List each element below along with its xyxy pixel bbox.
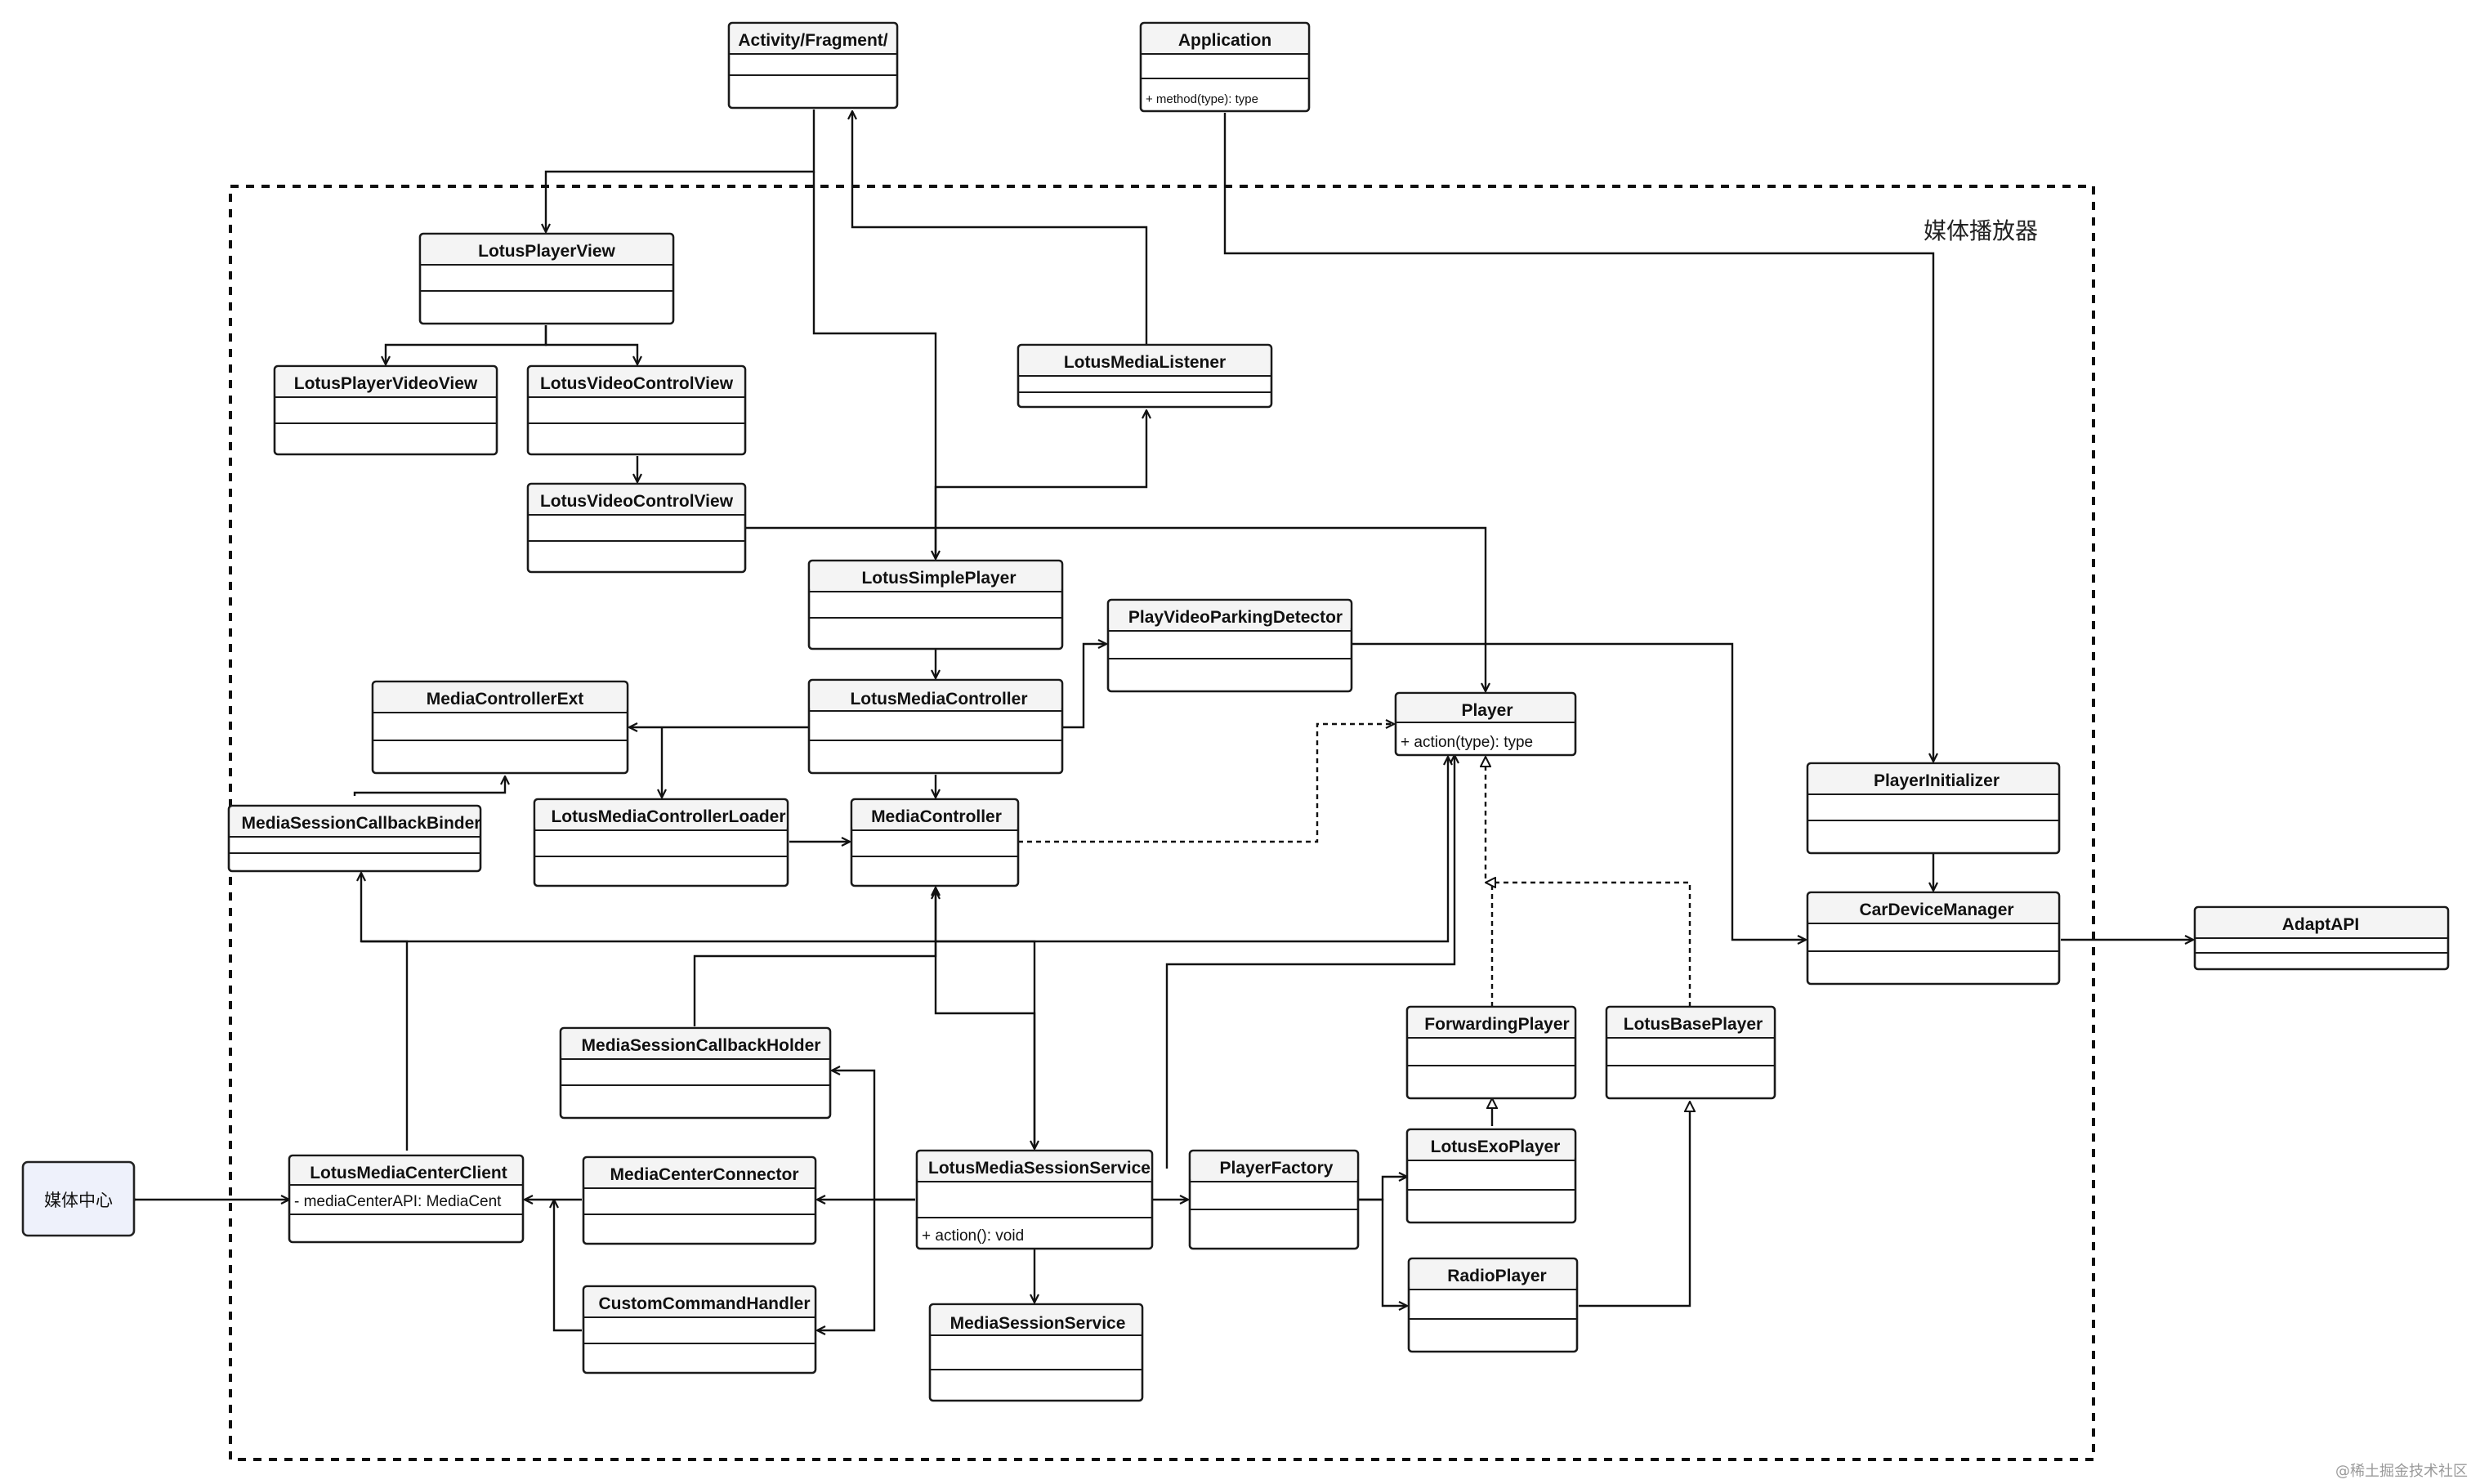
class-play-video-parking-detector-title: PlayVideoParkingDetector <box>1128 608 1343 627</box>
class-media-session-callback-holder[interactable]: MediaSessionCallbackHolder <box>559 1026 832 1120</box>
edge-radio-to-lotus-base-player <box>1579 1102 1690 1307</box>
class-adapt-api[interactable]: AdaptAPI <box>2193 905 2450 971</box>
watermark-text: @稀土掘金技术社区 <box>2335 1463 2468 1480</box>
class-media-controller[interactable]: MediaController <box>850 798 1020 887</box>
edge-simple-player-to-listener <box>934 410 1146 559</box>
class-activity-fragment-title: Activity/Fragment/ <box>738 31 887 50</box>
class-media-controller-ext-title: MediaControllerExt <box>427 690 584 708</box>
class-custom-command-handler-title: CustomCommandHandler <box>598 1294 810 1313</box>
class-lotus-media-controller-loader[interactable]: LotusMediaControllerLoader <box>533 798 789 887</box>
edge-player-view-to-control-view <box>544 325 637 364</box>
class-lotus-video-control-view-1-title: LotusVideoControlView <box>540 374 734 393</box>
edge-binder-to-controller-ext <box>353 776 505 796</box>
class-media-session-callback-binder[interactable]: MediaSessionCallbackBinder <box>227 804 482 873</box>
class-adapt-api-title: AdaptAPI <box>2282 915 2360 934</box>
external-media-center-label: 媒体中心 <box>44 1191 113 1210</box>
edge-parking-detector-to-car-device-manager <box>1352 642 1806 940</box>
class-player-initializer[interactable]: PlayerInitializer <box>1806 762 2061 855</box>
class-car-device-manager-title: CarDeviceManager <box>1859 901 2013 919</box>
class-player[interactable]: Player + action(type): type <box>1394 691 1577 757</box>
class-media-session-callback-holder-title: MediaSessionCallbackHolder <box>582 1036 821 1055</box>
class-player-member: + action(type): type <box>1401 734 1533 751</box>
edge-session-to-command-handler <box>817 1200 876 1330</box>
class-radio-player-title: RadioPlayer <box>1447 1267 1546 1285</box>
class-forwarding-player[interactable]: ForwardingPlayer <box>1405 1005 1577 1100</box>
class-activity-fragment[interactable]: Activity/Fragment/ <box>727 21 899 110</box>
class-radio-player[interactable]: RadioPlayer <box>1407 1257 1579 1353</box>
class-lotus-player-video-view[interactable]: LotusPlayerVideoView <box>273 364 498 456</box>
class-media-controller-ext[interactable]: MediaControllerExt <box>371 680 629 775</box>
class-media-center-connector-title: MediaCenterConnector <box>610 1165 798 1184</box>
edge-to-lotus-media-session-service <box>936 940 1034 1149</box>
class-application[interactable]: Application + method(type): type <box>1139 21 1311 113</box>
edge-activity-to-lotus-simple-player <box>812 172 936 559</box>
class-lotus-base-player[interactable]: LotusBasePlayer <box>1605 1005 1776 1100</box>
edge-callback-holder-to-media-controller <box>693 887 936 1026</box>
edge-session-bus-to-player <box>361 757 1448 943</box>
external-media-center[interactable]: 媒体中心 <box>21 1160 136 1237</box>
class-lotus-media-controller[interactable]: LotusMediaController <box>807 678 1064 775</box>
edge-control-view-to-player <box>745 526 1486 691</box>
class-lotus-video-control-view-2[interactable]: LotusVideoControlView <box>526 482 747 574</box>
class-player-title: Player <box>1461 701 1513 720</box>
class-lotus-player-view-title: LotusPlayerView <box>478 242 615 261</box>
class-player-factory-title: PlayerFactory <box>1220 1159 1334 1178</box>
edge-player-view-to-video-view <box>386 325 547 364</box>
edge-factory-to-exo-player <box>1358 1177 1407 1201</box>
class-forwarding-player-title: ForwardingPlayer <box>1424 1015 1569 1034</box>
edge-center-client-to-binder <box>361 873 409 1151</box>
connectors <box>136 110 2193 1330</box>
class-media-controller-title: MediaController <box>871 807 1002 826</box>
edge-session-to-callback-holder <box>832 1071 915 1201</box>
edge-lotus-base-to-player <box>1486 883 1691 1007</box>
class-play-video-parking-detector[interactable]: PlayVideoParkingDetector <box>1106 598 1353 693</box>
media-player-region-label: 媒体播放器 <box>1924 217 2038 244</box>
class-lotus-media-controller-title: LotusMediaController <box>850 690 1027 708</box>
edge-session-service-to-media-controller <box>936 891 1036 1149</box>
class-application-title: Application <box>1178 31 1271 50</box>
class-lotus-media-center-client[interactable]: LotusMediaCenterClient - mediaCenterAPI:… <box>288 1154 525 1244</box>
edge-command-handler-to-center-client <box>554 1200 582 1332</box>
class-lotus-media-center-client-member: - mediaCenterAPI: MediaCent <box>294 1193 502 1210</box>
class-lotus-simple-player[interactable]: LotusSimplePlayer <box>807 559 1064 650</box>
class-lotus-exo-player[interactable]: LotusExoPlayer <box>1405 1128 1577 1224</box>
class-media-session-service[interactable]: MediaSessionService <box>928 1303 1144 1402</box>
class-lotus-player-view[interactable]: LotusPlayerView <box>418 232 675 325</box>
edge-session-service-to-player <box>1165 755 1454 1169</box>
edge-controller-to-parking-detector <box>1061 644 1106 729</box>
class-application-member: + method(type): type <box>1146 92 1258 106</box>
class-lotus-media-listener[interactable]: LotusMediaListener <box>1017 343 1273 409</box>
class-lotus-player-video-view-title: LotusPlayerVideoView <box>294 374 478 393</box>
class-player-factory[interactable]: PlayerFactory <box>1188 1149 1360 1250</box>
class-lotus-exo-player-title: LotusExoPlayer <box>1431 1138 1561 1156</box>
class-lotus-media-session-service[interactable]: LotusMediaSessionService + action(): voi… <box>915 1149 1154 1250</box>
class-player-initializer-title: PlayerInitializer <box>1874 771 2000 790</box>
class-car-device-manager[interactable]: CarDeviceManager <box>1806 891 2061 986</box>
class-lotus-simple-player-title: LotusSimplePlayer <box>861 569 1016 588</box>
class-media-session-callback-binder-title: MediaSessionCallbackBinder <box>242 814 481 833</box>
class-lotus-media-session-service-title: LotusMediaSessionService <box>928 1159 1151 1178</box>
class-custom-command-handler[interactable]: CustomCommandHandler <box>582 1285 817 1374</box>
edge-application-to-player-initializer <box>1223 113 1933 762</box>
class-lotus-media-listener-title: LotusMediaListener <box>1064 353 1226 372</box>
class-lotus-media-controller-loader-title: LotusMediaControllerLoader <box>551 807 785 826</box>
edge-media-controller-to-player <box>1018 724 1394 843</box>
edge-listener-to-activity <box>852 111 1148 345</box>
edge-activity-to-lotus-player-view <box>546 110 815 232</box>
class-lotus-base-player-title: LotusBasePlayer <box>1624 1015 1763 1034</box>
class-media-session-service-title: MediaSessionService <box>950 1314 1126 1333</box>
edge-factory-to-radio-player <box>1358 1198 1407 1306</box>
class-lotus-video-control-view-2-title: LotusVideoControlView <box>540 492 734 511</box>
class-lotus-video-control-view-1[interactable]: LotusVideoControlView <box>526 364 747 456</box>
class-lotus-media-session-service-member: + action(): void <box>922 1227 1024 1245</box>
class-media-center-connector[interactable]: MediaCenterConnector <box>582 1155 817 1245</box>
class-lotus-media-center-client-title: LotusMediaCenterClient <box>310 1164 507 1182</box>
